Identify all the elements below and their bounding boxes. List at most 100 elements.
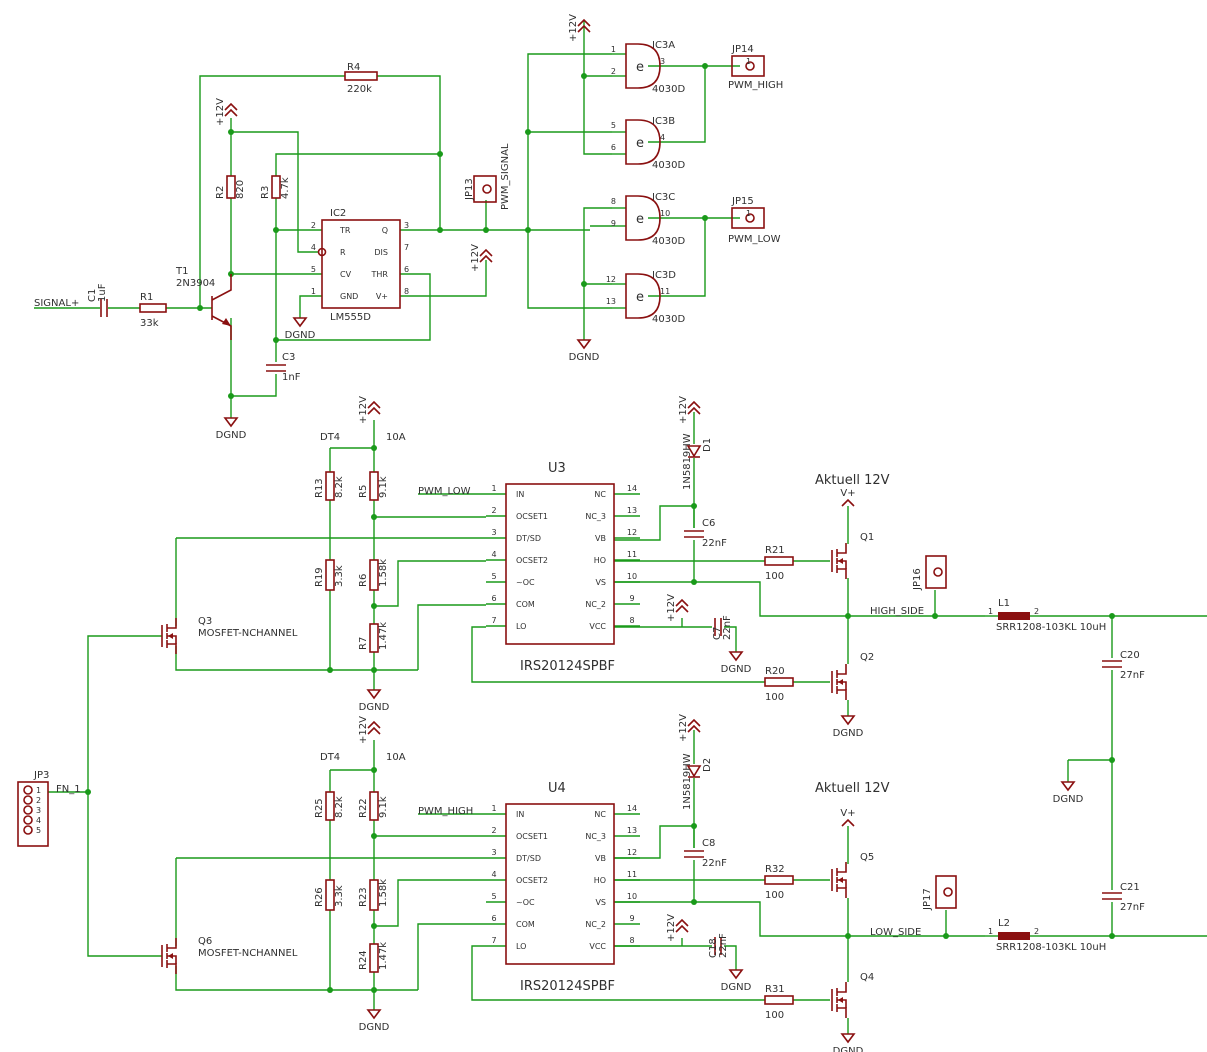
symbol-line [211, 315, 232, 340]
r32-resistor [764, 875, 794, 885]
ic3b-symbol: e [636, 136, 644, 151]
u4-value: IRS20124SPBF [520, 979, 615, 994]
q5-ref: Q5 [860, 852, 874, 863]
u3-pin-label: NC_3 [585, 512, 606, 521]
d1-diode [686, 445, 702, 458]
u3-pin-num: 7 [491, 616, 496, 625]
wire [199, 75, 345, 308]
ic3c-symbol: e [636, 212, 644, 227]
r23-resistor [369, 879, 379, 911]
c20-value: 27nF [1120, 670, 1145, 681]
r19-value: 3.3k [334, 565, 345, 587]
l2-value: SRR1208-103KL 10uH [996, 942, 1106, 953]
wire [374, 879, 486, 927]
ic3c-gate [625, 195, 661, 241]
u3-pin-num: 1 [491, 484, 496, 493]
wire [374, 560, 486, 607]
pwr-u3: +12V [358, 396, 369, 424]
r4-ref: R4 [347, 62, 360, 73]
q3-arrow [168, 633, 173, 639]
u3-pin-num: 9 [629, 594, 634, 603]
wire [614, 901, 848, 937]
d2-value: 1N5819HW [682, 753, 693, 810]
r21-value: 100 [765, 571, 784, 582]
dgnd-c18: DGND [721, 982, 752, 993]
ic3d-gate [625, 273, 661, 319]
wire [648, 66, 706, 143]
ic2-pin-cv: CV [340, 270, 352, 279]
fn1-label: FN_1 [56, 784, 81, 795]
u3-pin-num: 14 [627, 484, 637, 493]
pwm-high-net: PWM_HIGH [418, 806, 473, 817]
q2-ref: Q2 [860, 652, 874, 663]
jp15-header [731, 207, 765, 229]
u3-pin-num: 8 [629, 616, 634, 625]
r20-resistor [764, 677, 794, 687]
gate-pin-num: 3 [660, 57, 665, 66]
symbol-line [479, 254, 493, 263]
t1-ref: T1 [175, 266, 188, 277]
ic3b-ref: IC3B [652, 116, 675, 127]
q1-ref: Q1 [860, 532, 874, 543]
wire [583, 20, 612, 77]
symbol-line [675, 924, 689, 933]
high-side-label: HIGH_SIDE [870, 606, 924, 617]
r22-resistor [369, 791, 379, 821]
u4-pin-num: 9 [629, 914, 634, 923]
r13-value: 8.2k [334, 476, 345, 498]
symbol-line [224, 102, 238, 111]
c7-value: 22nF [722, 615, 733, 640]
u4-pin-label: NC [594, 810, 606, 819]
ic2-body [321, 219, 401, 309]
wire [527, 230, 612, 309]
r2-resistor [226, 175, 236, 199]
q4-ref: Q4 [860, 972, 874, 983]
wire [527, 53, 612, 230]
ic2-pin-num: 7 [404, 243, 409, 252]
pwr-d2: +12V [678, 714, 689, 742]
u3-ref: U3 [548, 461, 566, 476]
dt4-label: DT4 [320, 432, 340, 443]
jp3-pin-icon [23, 815, 33, 825]
ground-icon [223, 417, 239, 428]
jp13-pin-icon [482, 184, 492, 194]
jp16-pin-icon [933, 567, 943, 577]
low-side-label: LOW_SIDE [870, 927, 921, 938]
ic3a-gate [625, 43, 661, 89]
components [17, 18, 1122, 1044]
d2-ref: D2 [702, 758, 713, 772]
u3-pin-label: VS [595, 578, 606, 587]
u3-pin-num: 13 [627, 506, 637, 515]
r25-value: 8.2k [334, 796, 345, 818]
u4-pin-num: 2 [491, 826, 496, 835]
pwr-t1: +12V [215, 98, 226, 126]
c1-value: 1uF [97, 283, 108, 302]
u4-pin-num: 7 [491, 936, 496, 945]
wire [87, 635, 162, 792]
junction-dot [437, 227, 443, 233]
r13-resistor [325, 471, 335, 501]
jp3-pin-num: 4 [36, 816, 41, 825]
q1-arrow [838, 558, 843, 564]
ic3b-gate [625, 119, 661, 165]
l1-pin: 2 [1034, 607, 1039, 616]
ic3a-ref: IC3A [652, 40, 675, 51]
ic3d-value: 4030D [652, 314, 685, 325]
symbol-line [367, 400, 381, 409]
r5-value: 9.1k [378, 476, 389, 498]
d1-value: 1N5819HW [682, 433, 693, 490]
jp14-ref: JP14 [731, 44, 754, 55]
u3-pin-label: NC [594, 490, 606, 499]
jp17-header [935, 875, 957, 909]
c7-ref: C7 [712, 627, 723, 640]
symbol-line [687, 718, 701, 727]
r21-ref: R21 [765, 545, 785, 556]
u4-pin-num: 14 [627, 804, 637, 813]
dgnd-u3: DGND [359, 702, 390, 713]
u4-pin-label: IN [516, 810, 524, 819]
r22-value: 9.1k [378, 796, 389, 818]
pwm-low-net: PWM_LOW [418, 486, 471, 497]
ic2-reset-bubble [317, 247, 327, 257]
junction-dot [691, 899, 697, 905]
